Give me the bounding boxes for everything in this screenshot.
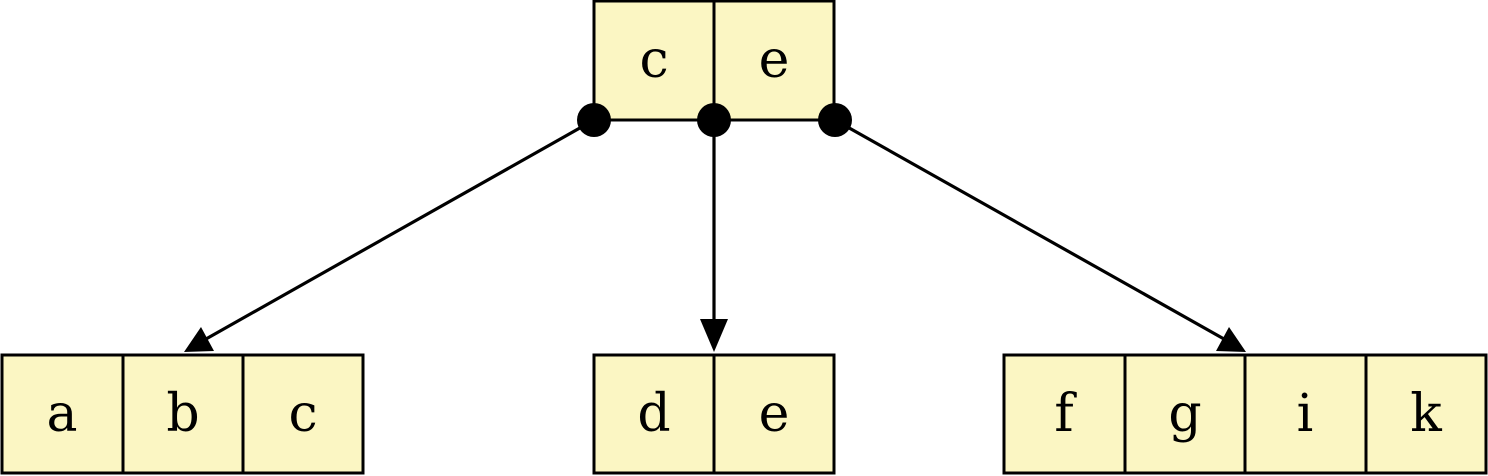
child-key-label: c — [288, 384, 317, 444]
child-key-label: a — [46, 384, 77, 444]
pointer-dot — [818, 103, 852, 137]
pointer-dot — [577, 103, 611, 137]
arrowhead-child-1 — [184, 327, 214, 352]
child-key-label: b — [166, 384, 199, 444]
child-key-cell — [241, 353, 365, 475]
child-key-label: e — [759, 384, 790, 444]
child-key-cell — [1243, 353, 1368, 475]
root-node: c e — [577, 0, 852, 137]
edge-root-to-child-3 — [834, 118, 1225, 341]
child-node-1: a b c — [0, 353, 365, 475]
child-key-label: g — [1168, 384, 1201, 444]
child-key-cell — [1364, 353, 1488, 475]
child-key-label: f — [1054, 384, 1077, 444]
pointer-dot — [697, 103, 731, 137]
arrowhead-child-2 — [700, 319, 728, 352]
child-key-label: i — [1297, 384, 1314, 444]
root-key-label: c — [639, 30, 668, 90]
child-key-cell — [712, 353, 836, 475]
child-key-cell — [0, 353, 125, 475]
root-key-cell — [712, 0, 836, 122]
arrowhead-child-3 — [1216, 327, 1246, 352]
edges — [184, 118, 1246, 352]
child-node-3: f g i k — [1002, 353, 1488, 475]
edge-root-to-child-1 — [205, 118, 595, 341]
child-key-label: d — [637, 384, 670, 444]
root-key-label: e — [759, 30, 790, 90]
child-key-label: k — [1410, 384, 1442, 444]
child-node-2: d e — [592, 353, 836, 475]
